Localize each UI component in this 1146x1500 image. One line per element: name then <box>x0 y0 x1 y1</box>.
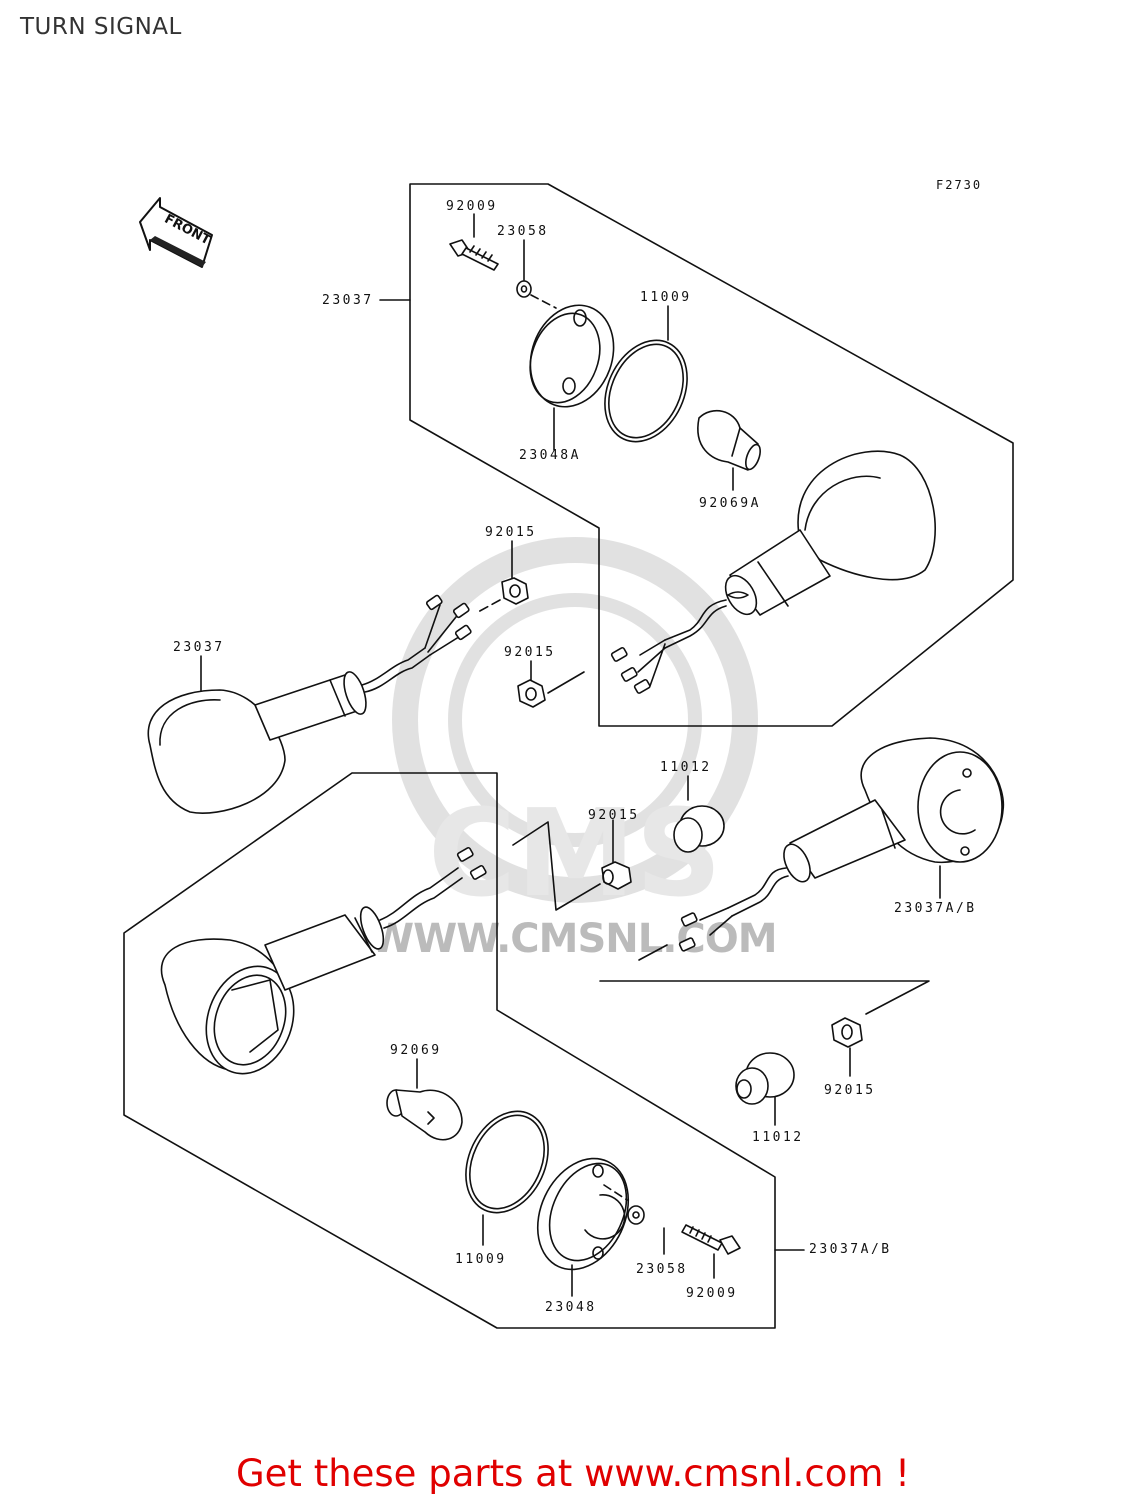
nut-92015-center <box>601 819 632 890</box>
label-right-assy: 23037A/B <box>894 901 977 916</box>
top-assembly-frame <box>409 183 1014 727</box>
front-arrow-icon: FRONT <box>139 197 213 268</box>
bottom-bolt-92009 <box>681 1224 741 1279</box>
label-top-ring: 11009 <box>640 290 692 305</box>
nut-92015-mid <box>517 660 585 708</box>
top-ring-11009 <box>604 305 688 443</box>
figure-code: F2730 <box>936 178 983 192</box>
bottom-lens-23048 <box>536 1157 630 1297</box>
top-turn-signal-housing <box>610 450 936 694</box>
label-nut-upper: 92015 <box>485 525 537 540</box>
label-damper-lower: 11012 <box>752 1130 804 1145</box>
label-bottom-lens: 23048 <box>545 1300 597 1315</box>
footer-promo-link[interactable]: Get these parts at www.cmsnl.com ! <box>235 1452 910 1495</box>
damper-11012-upper <box>673 775 725 853</box>
top-bolt-92009 <box>449 213 499 271</box>
bottom-assembly-frame <box>123 772 776 1329</box>
label-bottom-ring: 11009 <box>455 1252 507 1267</box>
bottom-bulb-92069 <box>386 1058 463 1141</box>
label-nut-right: 92015 <box>824 1083 876 1098</box>
label-left-assy: 23037 <box>173 640 225 655</box>
page-title: TURN SIGNAL <box>20 14 182 40</box>
label-nut-mid: 92015 <box>504 645 556 660</box>
label-bottom-bolt: 92009 <box>686 1286 738 1301</box>
label-top-bolt: 92009 <box>446 199 498 214</box>
label-damper-upper: 11012 <box>660 760 712 775</box>
label-top-lens: 23048A <box>519 448 581 463</box>
right-turn-signal-23037ab <box>678 737 1005 952</box>
label-top-bulb: 92069A <box>699 496 761 511</box>
label-top-assy: 23037 <box>322 293 374 308</box>
watermark-brand: CMS <box>428 785 722 924</box>
watermark-url: WWW.CMSNL.COM <box>370 916 778 962</box>
cms-watermark-logo: CMS <box>392 537 758 924</box>
turn-signal-exploded-diagram: FRONT <box>123 183 1014 1329</box>
top-bulb-92069a <box>697 409 761 491</box>
bottom-turn-signal-housing <box>160 846 487 1075</box>
nut-92015-upper <box>477 540 529 613</box>
top-lens-23048a <box>529 304 615 451</box>
label-bottom-washer: 23058 <box>636 1262 688 1277</box>
left-turn-signal-23037 <box>147 594 472 814</box>
nut-92015-right <box>831 1017 863 1077</box>
top-washer-23058 <box>516 239 557 309</box>
label-nut-center: 92015 <box>588 808 640 823</box>
bottom-ring-11009 <box>465 1110 549 1246</box>
label-bottom-bulb: 92069 <box>390 1043 442 1058</box>
damper-11012-lower <box>735 1052 795 1126</box>
label-bottom-assy: 23037A/B <box>809 1242 892 1257</box>
label-top-washer: 23058 <box>497 224 549 239</box>
bottom-washer-23058 <box>627 1205 665 1255</box>
